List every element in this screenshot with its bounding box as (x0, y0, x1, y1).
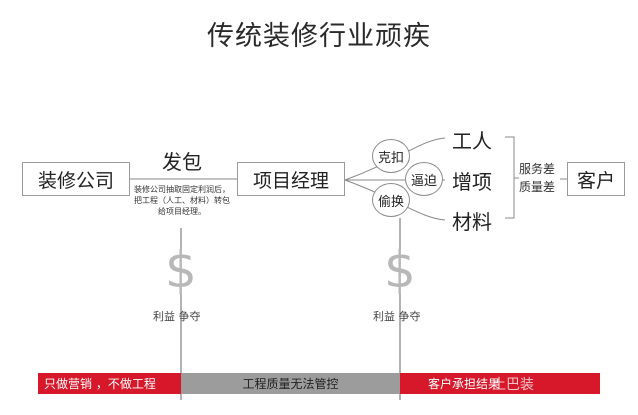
item-labor: 工人 (452, 129, 492, 153)
label-poor-service: 服务差 (519, 162, 556, 176)
dollar-icon-left: $ (165, 241, 197, 299)
item-extra: 增项 (452, 170, 492, 194)
circle-force: 逼迫 (405, 162, 443, 196)
profit-conflict-right: 利益 争夺 (373, 310, 421, 323)
page-title: 传统装修行业顽疾 (207, 21, 431, 52)
profit-conflict-left: 利益 争夺 (153, 310, 201, 323)
subcontract-note: 装修公司抽取固定利润后，把工程（人工、材料）转包给项目经理。 (134, 185, 230, 216)
node-decoration-company: 装修公司 (22, 162, 130, 196)
circle-cut-corners: 偷换 (372, 183, 410, 217)
item-materials: 材料 (452, 210, 492, 234)
band-customer-bears: 客户承担结果 (400, 373, 600, 394)
customer-side-labels: 服务差 质量差 (519, 160, 555, 196)
node-project-manager: 项目经理 (237, 162, 345, 196)
watermark-logo: 土巴装 (492, 377, 534, 393)
band-customer-bears-text: 客户承担结果 (428, 377, 501, 391)
items-bracket (505, 136, 519, 219)
band-quality-uncontrolled: 工程质量无法管控 (181, 373, 400, 394)
edge-label-subcontract: 发包 (162, 150, 202, 174)
dollar-icon-right: $ (384, 241, 416, 299)
label-poor-quality: 质量差 (519, 180, 556, 194)
circle-deduct: 克扣 (372, 139, 410, 173)
node-customer: 客户 (567, 162, 625, 196)
band-marketing-only: 只做营销 ，不做工程 (38, 373, 181, 394)
